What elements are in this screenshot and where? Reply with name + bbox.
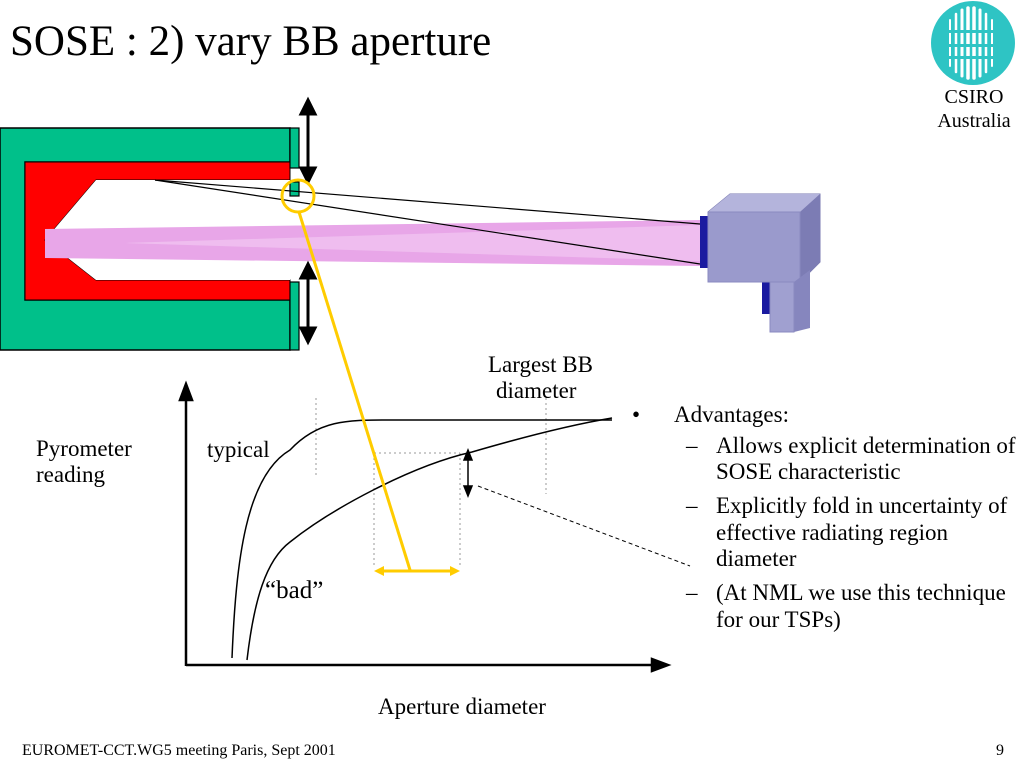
x-axis-arrow [650,657,672,673]
y-axis-label-line2: reading [36,462,105,488]
dash-mark: – [686,580,698,606]
beam-core [125,225,700,261]
callout-dashed-line [477,485,691,567]
bullet-item-text: (At NML we use this technique for our TS… [716,580,1006,632]
field-of-view-rays [154,179,701,265]
advantages-list: • Advantages: – Allows explicit determin… [630,402,1020,640]
curve-typical-label: typical [207,437,270,462]
dash-mark: – [686,432,698,458]
uncertainty-arrow [462,447,474,499]
guide-lines [315,398,547,568]
curve-typical [231,419,612,659]
y-axis-label: Pyrometer reading [36,436,176,489]
pyrometer [700,193,821,333]
bullet-item: – Allows explicit determination of SOSE … [630,433,1020,486]
logo-country: Australia [937,110,1011,132]
footer-text: EUROMET-CCT.WG5 meeting Paris, Sept 2001 [22,742,336,759]
graph-axes [178,380,672,673]
page-number: 9 [996,742,1004,759]
csiro-logo-icon [931,1,1015,85]
bullet-item: – (At NML we use this technique for our … [630,580,1020,633]
bullet-item: – Explicitly fold in uncertainty of effe… [630,493,1020,573]
y-axis-label-line1: Pyrometer [36,436,132,461]
aperture-edge-top [289,181,300,197]
largest-bb-label-line2: diameter [496,378,577,404]
bullet-item-text: Allows explicit determination of SOSE ch… [716,432,1016,485]
largest-bb-label-line1: Largest BB [488,352,593,377]
slide-title: SOSE : 2) vary BB aperture [10,18,492,65]
csiro-logo: CSIRO Australia [928,0,1020,138]
logo-name: CSIRO [944,86,1004,108]
bullet-heading: • Advantages: [630,402,1020,429]
aperture-plate-bottom [289,281,300,351]
aperture-highlight [280,178,460,576]
x-axis-label: Aperture diameter [378,694,546,719]
bullet-mark: • [632,402,641,427]
curve-bad-label: “bad” [265,577,324,604]
curve-bad [246,417,613,661]
bullet-item-text: Explicitly fold in uncertainty of effect… [716,493,1008,572]
dash-mark: – [686,493,698,519]
aperture-adjust-arrows [298,96,318,346]
aperture-plate-top [289,127,300,169]
y-axis-arrow [178,380,194,402]
bullet-heading-text: Advantages: [674,402,789,427]
largest-bb-label: Largest BB diameter [488,352,628,405]
